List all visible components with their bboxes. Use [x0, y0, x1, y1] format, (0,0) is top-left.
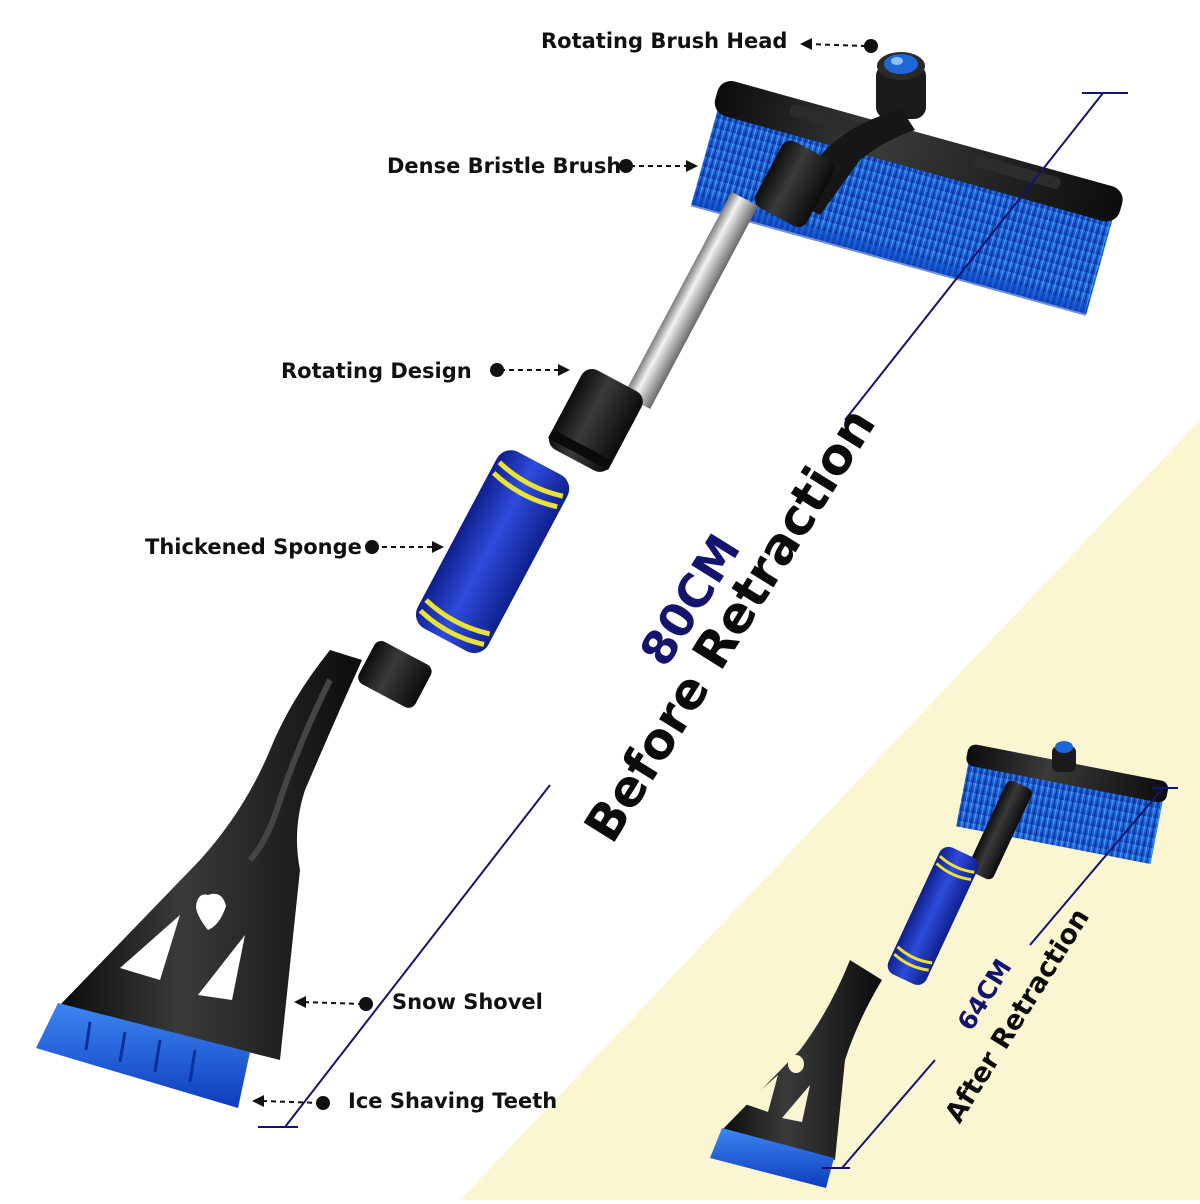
pointer-dot [365, 540, 379, 554]
pointer-dot [864, 39, 878, 53]
label-rotating-design: Rotating Design [281, 359, 472, 383]
label-thickened-sponge: Thickened Sponge [145, 535, 362, 559]
top-collar [754, 140, 835, 228]
dimension-line-before [258, 92, 1128, 1128]
arrowhead [252, 1095, 264, 1107]
snow-brush-small [710, 741, 1169, 1188]
pointer-dot [490, 363, 504, 377]
pointer-dot [316, 1096, 330, 1110]
arrowhead [432, 541, 444, 553]
rotating-brush-head-knob [876, 52, 926, 119]
label-dense-bristle-brush: Dense Bristle Brush [387, 154, 622, 178]
label-ice-shaving-teeth: Ice Shaving Teeth [348, 1089, 558, 1113]
telescopic-pole [623, 191, 759, 410]
pointer-dot [359, 997, 373, 1011]
dimension-line-after [822, 787, 1178, 1169]
arrowhead [558, 364, 570, 376]
cream-background [460, 420, 1200, 1200]
thickened-sponge-grip [415, 450, 570, 654]
arrowhead [800, 38, 812, 50]
arrowhead [686, 160, 698, 172]
pointer-dot [619, 159, 633, 173]
label-snow-shovel: Snow Shovel [392, 990, 543, 1014]
label-rotating-brush-head: Rotating Brush Head [541, 29, 788, 53]
snow-brush-large [36, 52, 1123, 1108]
arrowhead [294, 996, 306, 1008]
